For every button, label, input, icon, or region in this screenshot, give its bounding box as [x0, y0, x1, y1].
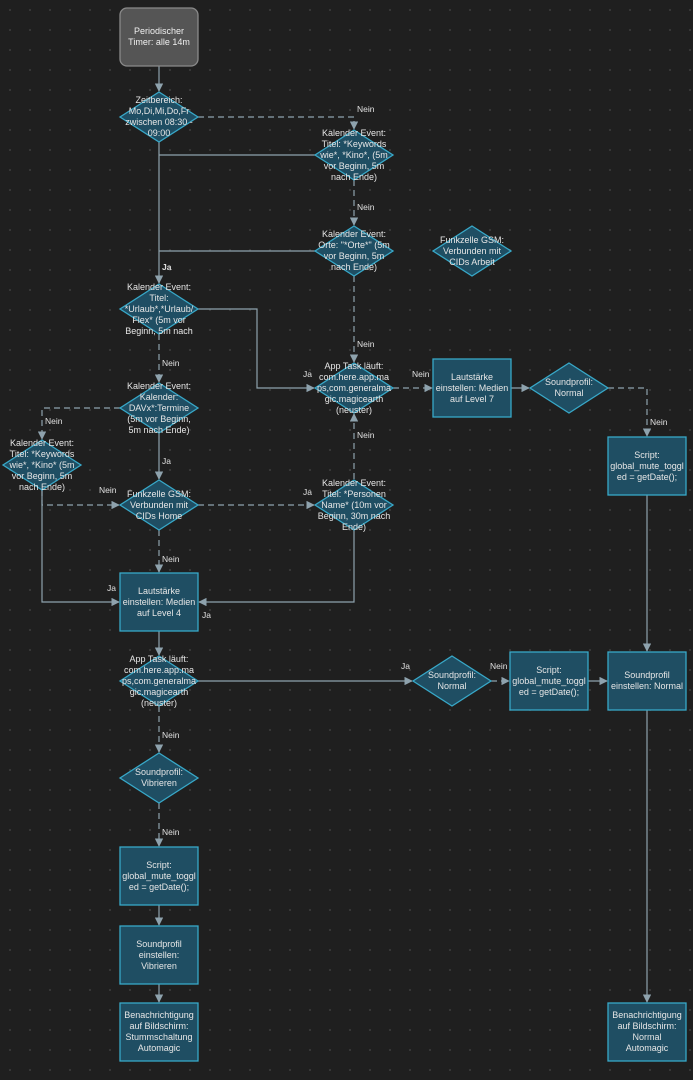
label-davx-ja: Ja	[162, 456, 171, 466]
node-shape-d-app-task-1[interactable]	[313, 362, 395, 414]
node-shape-d-zeit[interactable]	[118, 91, 200, 143]
edge-keywords2-ja-to-laut4	[41, 490, 120, 607]
node-shape-d-soundprofil-normal-1[interactable]	[528, 362, 610, 414]
node-label-d-kal-orte: Kalender Event: Orte: "*Orte*" (5m vor B…	[318, 229, 390, 272]
node-label-a-soundprofil-normal: Soundprofil einstellen: Normal	[610, 670, 684, 691]
node-label-d-kal-keywords-2: Kalender Event: Titel: *Keywords wie*, *…	[9, 437, 75, 492]
node-shape-d-soundprofil-vibrieren[interactable]	[118, 752, 200, 804]
label-keywords1-nein: Nein	[357, 202, 375, 212]
label-zeit-ja: Ja	[162, 262, 172, 272]
node-label-d-kal-urlaub: Kalender Event: Titel: *Urlaub*,*Urlaub/…	[124, 281, 194, 336]
node-label-d-kal-keywords-1: Kalender Event: Titel: *Keywords wie*, *…	[320, 127, 388, 182]
node-label-a-script-2: Script: global_mute_toggl ed = getDate()…	[512, 664, 586, 697]
node-label-a-notify-normal: Benachrichtigung auf Bildschirm: Normal …	[612, 1010, 682, 1053]
node-label-start: Periodischer Timer: alle 14m	[128, 26, 190, 47]
node-shape-d-gsm-arbeit[interactable]	[431, 225, 513, 277]
node-shape-d-kal-keywords-1[interactable]	[313, 129, 395, 181]
edge-personen-ja-to-laut4	[198, 530, 355, 607]
edge-urlaub-ja-to-apptask1	[198, 308, 315, 393]
label-vibrieren-nein: Nein	[162, 827, 180, 837]
node-label-d-app-task-1: App Task läuft: com.here.app.ma ps,com.g…	[316, 360, 392, 415]
label-orte-nein: Nein	[357, 339, 375, 349]
node-shape-d-soundprofil-normal-2[interactable]	[411, 655, 493, 707]
label-personen-nein: Nein	[357, 430, 375, 440]
node-label-a-script-1: Script: global_mute_toggl ed = getDate()…	[610, 449, 684, 482]
node-shape-d-kal-orte[interactable]	[313, 225, 395, 277]
label-apptask2-nein: Nein	[162, 730, 180, 740]
node-label-a-soundprofil-vibrieren: Soundprofil einstellen: Vibrieren	[136, 938, 182, 971]
node-shape-d-kal-urlaub[interactable]	[118, 283, 200, 335]
node-shape-a-script-2[interactable]	[509, 651, 589, 711]
label-apptask1-nein: Nein	[412, 369, 430, 379]
label-laut4-ja-right: Ja	[202, 610, 211, 620]
node-shape-a-soundprofil-vibrieren[interactable]	[119, 925, 199, 985]
node-shape-a-soundprofil-normal[interactable]	[607, 651, 687, 711]
label-laut4-ja-left: Ja	[107, 583, 116, 593]
node-shape-a-lautstaerke-4[interactable]	[119, 572, 199, 632]
node-label-a-lautstaerke-4: Lautstärke einstellen: Medien auf Level …	[122, 585, 196, 618]
node-shape-d-kal-davx[interactable]	[118, 382, 200, 434]
node-shape-a-lautstaerke-7[interactable]	[432, 358, 512, 418]
node-shape-a-notify-stumm[interactable]	[119, 1002, 199, 1062]
label-gsmhome-ja: Ja	[303, 487, 312, 497]
label-apptask1-ja: Ja	[303, 369, 312, 379]
node-label-d-kal-personen: Kalender Event: Titel: *Personen Name* (…	[317, 477, 391, 532]
node-label-a-script-3: Script: global_mute_toggl ed = getDate()…	[122, 859, 196, 892]
node-label-d-gsm-arbeit: Funkzelle GSM: Verbunden mit CIDs Arbeit	[439, 234, 505, 267]
node-shape-a-script-3[interactable]	[119, 846, 199, 906]
node-label-d-soundprofil-vibrieren: Soundprofil: Vibrieren	[134, 767, 184, 788]
edge-davx-nein-to-keywords2	[37, 407, 120, 440]
label-soundprofil2-nein: Nein	[490, 661, 508, 671]
label-gsmhome-nein-left: Nein	[99, 485, 117, 495]
edge-zeit-nein-to-keywords1	[198, 116, 359, 130]
label-urlaub-nein: Nein	[162, 358, 180, 368]
label-soundprofil1-nein: Nein	[650, 417, 668, 427]
node-shape-a-script-1[interactable]	[607, 436, 687, 496]
node-label-d-zeit: Zeitbereich: Mo,Di,Mi,Do,Fr zwischen 08:…	[125, 95, 193, 138]
node-label-d-soundprofil-normal-1: Soundprofil: Normal	[544, 377, 594, 398]
label-apptask2-ja: Ja	[401, 661, 410, 671]
node-shape-d-app-task-2[interactable]	[118, 655, 200, 707]
node-label-d-gsm-home: Funkzelle GSM: Verbunden mit CIDs Home	[126, 488, 192, 521]
node-label-d-app-task-2: App Task läuft: com.here.app.ma ps,com.g…	[121, 653, 197, 708]
node-shape-a-notify-normal[interactable]	[607, 1002, 687, 1062]
node-label-d-kal-davx: Kalender Event: Kalender: DAVx*:Termine …	[126, 380, 192, 435]
label-zeit-nein: Nein	[357, 104, 375, 114]
node-shape-d-kal-personen[interactable]	[313, 479, 395, 531]
node-shape-d-gsm-home[interactable]	[118, 479, 200, 531]
label-gsmhome-nein: Nein	[162, 554, 180, 564]
node-label-d-soundprofil-normal-2: Soundprofil: Normal	[427, 670, 477, 691]
node-shape-d-kal-keywords-2[interactable]	[1, 439, 83, 491]
node-shape-start[interactable]	[119, 7, 199, 67]
node-label-a-notify-stumm: Benachrichtigung auf Bildschirm: Stummsc…	[124, 1010, 194, 1053]
edge-soundprofil1-nein-to-script1	[608, 387, 652, 437]
node-label-a-lautstaerke-7: Lautstärke einstellen: Medien auf Level …	[435, 371, 509, 404]
label-davx-nein: Nein	[45, 416, 63, 426]
